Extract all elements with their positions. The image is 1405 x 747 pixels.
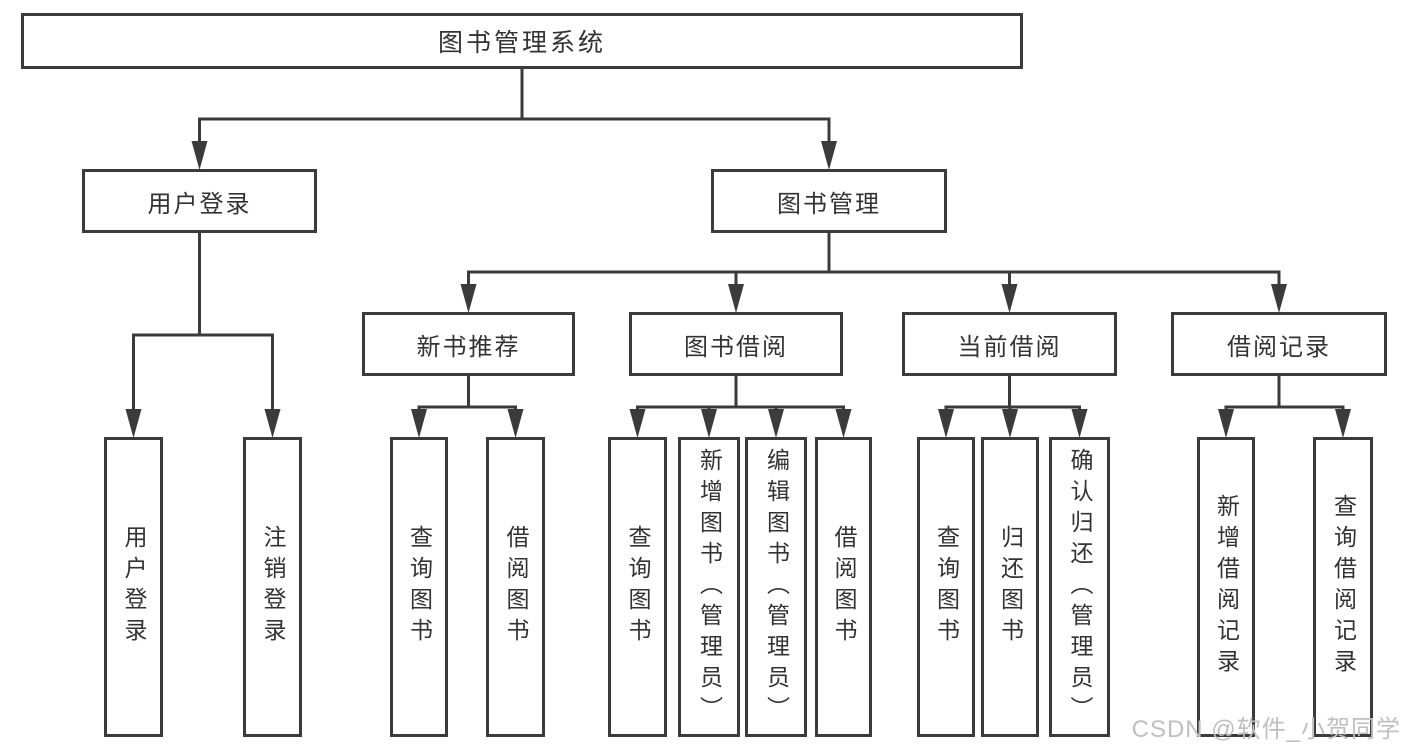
node-label: 新增图书（管理员） <box>696 447 723 727</box>
node-label: 用户登录 <box>147 190 252 218</box>
watermark: CSDN @软件_小贺同学 <box>1131 716 1401 743</box>
node-book-mgmt: 图书管理 <box>711 169 947 233</box>
node-bor-edit-book: 编辑图书（管理员） <box>745 437 807 737</box>
edge-new-book-rec <box>411 375 524 438</box>
arrowhead-icon <box>701 409 717 438</box>
arrowhead-icon <box>125 409 142 438</box>
arrowhead-icon <box>264 409 281 438</box>
arrowhead-icon <box>1218 409 1234 438</box>
node-logout-op: 注销登录 <box>243 437 302 737</box>
node-label: 图书借阅 <box>684 333 788 361</box>
edge-root <box>191 68 837 170</box>
node-label: 用户登录 <box>121 525 147 649</box>
node-label: 查询图书 <box>933 525 960 649</box>
node-label: 借阅图书 <box>831 525 857 649</box>
node-login-op: 用户登录 <box>104 437 163 737</box>
node-cur-query-book: 查询图书 <box>917 437 975 737</box>
arrowhead-icon <box>629 409 646 438</box>
edge-user-login <box>125 232 281 438</box>
arrowhead-icon <box>507 409 524 438</box>
node-bor-query-book: 查询图书 <box>608 437 667 737</box>
node-label: 归还图书 <box>997 525 1024 649</box>
node-rcd-add-record: 新增借阅记录 <box>1197 437 1255 737</box>
arrowhead-icon <box>768 409 784 438</box>
arrowhead-icon <box>938 409 954 438</box>
node-user-login: 用户登录 <box>82 169 317 233</box>
node-label: 新书推荐 <box>416 333 521 361</box>
node-cur-confirm-return: 确认归还（管理员） <box>1049 437 1110 737</box>
node-cur-return-book: 归还图书 <box>981 437 1039 737</box>
node-rec-query-book: 查询图书 <box>390 437 448 737</box>
node-rec-borrow-book: 借阅图书 <box>486 437 545 737</box>
arrowhead-icon <box>1001 284 1018 313</box>
node-label: 查询图书 <box>406 525 433 649</box>
edge-current-borrow <box>938 375 1088 438</box>
node-label: 查询借阅记录 <box>1330 494 1357 680</box>
arrowhead-icon <box>728 284 744 313</box>
node-label: 图书管理 <box>777 190 881 218</box>
node-root: 图书管理系统 <box>21 13 1023 69</box>
node-rcd-query-record: 查询借阅记录 <box>1313 437 1373 737</box>
arrowhead-icon <box>835 409 852 438</box>
node-current-borrow: 当前借阅 <box>902 312 1117 376</box>
node-book-borrow: 图书借阅 <box>629 312 843 376</box>
node-label: 借阅记录 <box>1227 333 1331 361</box>
arrowhead-icon <box>1002 409 1018 438</box>
edge-book-mgmt <box>460 232 1287 313</box>
node-bor-add-book: 新增图书（管理员） <box>678 437 740 737</box>
node-label: 查询图书 <box>625 525 651 649</box>
arrowhead-icon <box>460 284 477 313</box>
node-bor-borrow-book: 借阅图书 <box>815 437 872 737</box>
node-label: 确认归还（管理员） <box>1067 447 1093 727</box>
arrowhead-icon <box>821 141 837 170</box>
node-label: 编辑图书（管理员） <box>763 447 790 727</box>
node-borrow-record: 借阅记录 <box>1171 312 1387 376</box>
arrowhead-icon <box>1071 409 1088 438</box>
arrowhead-icon <box>1335 409 1351 438</box>
node-new-book-rec: 新书推荐 <box>362 312 575 376</box>
edge-book-borrow <box>629 375 852 438</box>
node-label: 注销登录 <box>260 525 286 649</box>
node-label: 图书管理系统 <box>437 29 606 57</box>
arrowhead-icon <box>411 409 427 438</box>
arrowhead-icon <box>1271 284 1287 313</box>
node-label: 当前借阅 <box>957 333 1062 361</box>
arrowhead-icon <box>191 141 208 170</box>
edge-borrow-record <box>1218 375 1351 438</box>
node-label: 借阅图书 <box>503 525 529 649</box>
node-label: 新增借阅记录 <box>1213 494 1240 680</box>
